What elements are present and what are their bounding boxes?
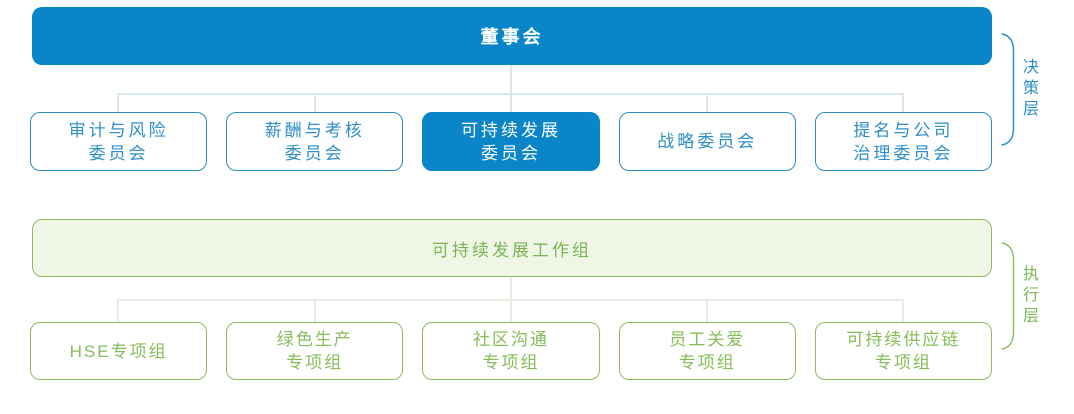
connector-committee-stub-5 (902, 93, 904, 112)
board-label: 董事会 (480, 27, 544, 47)
taskgroup-box-community-communication: 社区沟通 专项组 (422, 322, 600, 380)
committee-box-compensation-assessment: 薪酬与考核 委员会 (226, 112, 404, 171)
committee-box-sustainability: 可持续发展 委员会 (422, 112, 600, 171)
connector-committee-stub-1 (117, 93, 119, 112)
taskgroup-label-line: 专项组 (678, 353, 736, 372)
decision-layer-label: 决策层 (1020, 58, 1037, 121)
committee-label-line: 提名与公司 (853, 120, 954, 140)
connector-board-stem (510, 65, 512, 112)
taskgroup-label-line: HSE专项组 (69, 341, 168, 361)
taskgroup-box-sustainable-supply-chain: 可持续供应链 专项组 (814, 322, 993, 380)
taskgroup-label-line: 专项组 (874, 353, 932, 372)
committee-label-line: 薪酬与考核 (264, 120, 365, 140)
committee-label-line: 委员会 (481, 143, 541, 163)
committee-box-strategy: 战略委员会 (618, 112, 796, 171)
taskgroup-label-line: 绿色生产 (276, 330, 353, 349)
committee-label-line: 委员会 (88, 143, 149, 163)
committee-box-audit-risk: 审计与风险 委员会 (30, 112, 208, 171)
taskgroup-box-green-production: 绿色生产 专项组 (226, 322, 404, 380)
committee-label-line: 委员会 (284, 143, 345, 163)
task-groups-row: HSE专项组 绿色生产 专项组 社区沟通 专项组 员工关爱 专项组 可持续供应链… (30, 322, 993, 380)
taskgroup-label-line: 专项组 (286, 353, 344, 372)
committee-box-nomination-governance: 提名与公司 治理委员会 (814, 112, 993, 171)
connector-taskgroup-stub-1 (117, 299, 119, 322)
decision-layer-bracket (1001, 33, 1015, 146)
taskgroup-label-line: 专项组 (482, 353, 540, 372)
working-group-box: 可持续发展工作组 (32, 219, 992, 277)
taskgroup-label-line: 社区沟通 (473, 330, 549, 349)
board-box: 董事会 (32, 7, 992, 65)
taskgroup-box-employee-care: 员工关爱 专项组 (618, 322, 796, 380)
taskgroup-box-hse: HSE专项组 (30, 322, 208, 380)
connector-taskgroup-stub-2 (314, 299, 316, 322)
execution-layer-label: 执行层 (1020, 264, 1037, 328)
committee-label-line: 治理委员会 (853, 143, 954, 163)
connector-taskgroup-stub-4 (706, 299, 708, 322)
connector-committees-horizontal (117, 93, 904, 95)
connector-committee-stub-4 (706, 93, 708, 112)
committee-label-line: 战略委员会 (657, 132, 758, 151)
working-group-label: 可持续发展工作组 (432, 240, 592, 260)
connector-taskgroup-stub-5 (902, 299, 904, 322)
taskgroup-label-line: 员工关爱 (669, 330, 746, 349)
committees-row: 审计与风险 委员会 薪酬与考核 委员会 可持续发展 委员会 战略委员会 提名与公… (30, 112, 993, 171)
committee-label-line: 审计与风险 (68, 120, 169, 140)
connector-committee-stub-2 (314, 93, 316, 112)
connector-taskgroups-horizontal (117, 299, 904, 301)
taskgroup-label-line: 可持续供应链 (846, 330, 961, 349)
committee-label-line: 可持续发展 (461, 120, 561, 140)
execution-layer-bracket (1001, 242, 1015, 350)
